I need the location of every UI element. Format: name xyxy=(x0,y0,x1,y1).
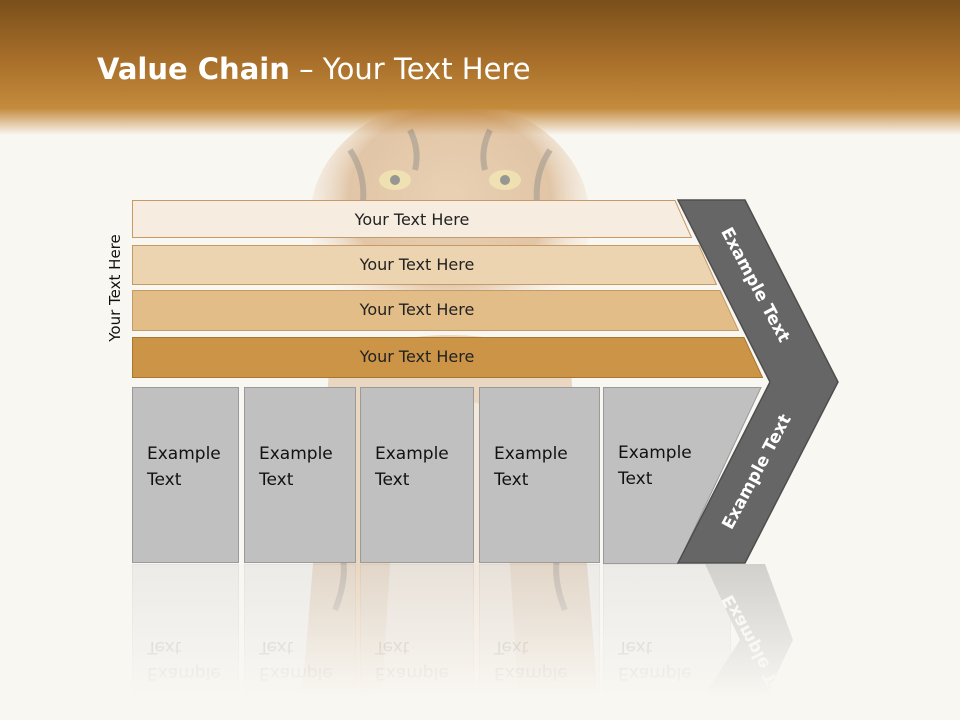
bar-1: Your Text Here xyxy=(132,200,692,238)
bar-3: Your Text Here xyxy=(132,290,739,331)
column-4: Example Text xyxy=(479,387,600,563)
column-2: Example Text xyxy=(244,387,356,563)
bar-1-shape xyxy=(132,200,692,238)
reflection-column-1: Example Text xyxy=(132,564,239,720)
column-1-line2: Text xyxy=(147,470,182,490)
reflection-column-5-line2: Text xyxy=(618,637,653,657)
column-3: Example Text xyxy=(360,387,474,563)
column-4-line1: Example xyxy=(494,444,568,464)
column-5: Example Text xyxy=(603,387,733,563)
bar-4: Your Text Here xyxy=(132,337,763,378)
reflection-column-5: Example Text xyxy=(603,564,731,720)
reflection-chevron-label: Example Text xyxy=(718,591,796,713)
reflection-column-1-line1: Example xyxy=(147,663,221,683)
column-1: Example Text xyxy=(132,387,239,563)
chevron-arrow xyxy=(676,199,839,564)
reflection-column-3-line2: Text xyxy=(375,637,410,657)
title-rest: – Your Text Here xyxy=(289,52,531,86)
title-bold: Value Chain xyxy=(97,52,290,86)
column-5-line1: Example xyxy=(618,443,692,463)
reflection: Example Text Example Text Example Text E… xyxy=(130,564,850,720)
column-4-line2: Text xyxy=(494,470,529,490)
column-2-line1: Example xyxy=(259,444,333,464)
reflection-column-2-line2: Text xyxy=(259,637,294,657)
bar-2-shape xyxy=(132,245,717,285)
column-3-line2: Text xyxy=(375,470,410,490)
slide-title: Value Chain – Your Text Here xyxy=(97,52,531,86)
bar-4-label: Your Text Here xyxy=(359,346,475,366)
column-2-line2: Text xyxy=(259,470,294,490)
reflection-column-4-line1: Example xyxy=(494,663,568,683)
reflection-column-5-line1: Example xyxy=(618,663,692,683)
bar-1-label: Your Text Here xyxy=(354,209,470,229)
reflection-column-3: Example Text xyxy=(360,564,474,720)
bar-2-label: Your Text Here xyxy=(359,254,475,274)
column-3-line1: Example xyxy=(375,444,449,464)
side-label-text: Your Text Here xyxy=(106,234,124,342)
reflection-content: Example Text Example Text Example Text E… xyxy=(130,564,850,720)
reflection-column-1-line2: Text xyxy=(147,637,182,657)
reflection-column-4: Example Text xyxy=(479,564,600,720)
column-1-line1: Example xyxy=(147,444,221,464)
reflection-chevron xyxy=(675,564,793,720)
column-5-line2: Text xyxy=(618,469,653,489)
reflection-fade xyxy=(130,564,850,720)
bar-3-label: Your Text Here xyxy=(359,299,475,319)
reflection-column-2-line1: Example xyxy=(259,663,333,683)
bar-3-shape xyxy=(132,290,739,331)
reflection-column-2: Example Text xyxy=(244,564,356,720)
reflection-column-4-line2: Text xyxy=(494,637,529,657)
bar-4-shape xyxy=(132,337,763,378)
reflection-column-3-line1: Example xyxy=(375,663,449,683)
bar-2: Your Text Here xyxy=(132,245,717,285)
